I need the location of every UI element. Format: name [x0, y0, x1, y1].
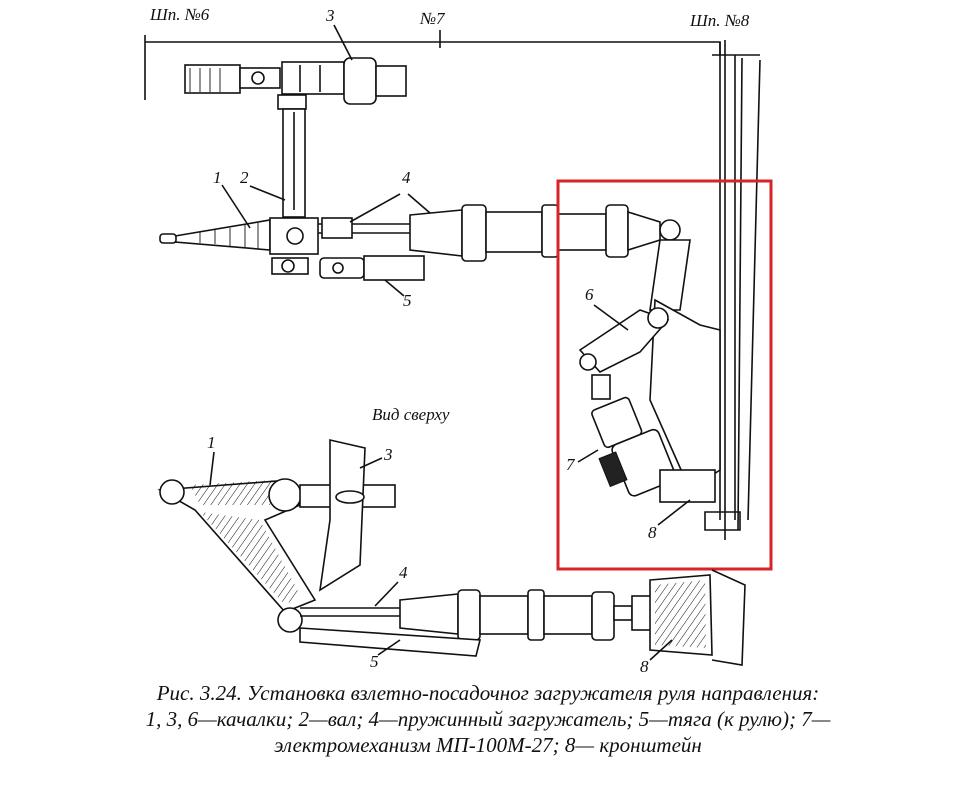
callout-2-upper: 2 [240, 168, 249, 187]
callout-3-lower: 3 [383, 445, 393, 464]
callout-8-upper: 8 [648, 523, 657, 542]
callout-3-upper: 3 [325, 6, 335, 25]
view-label: Вид сверху [372, 405, 450, 424]
technical-drawing: Шп. №6 №7 Шп. №8 Вид сверху 1 2 3 4 5 6 … [144, 5, 773, 676]
caption-line-3: электромеханизм МП-100М-27; 8— кронштейн [274, 733, 702, 757]
callout-5-upper: 5 [403, 291, 412, 310]
callout-5-lower: 5 [370, 652, 379, 671]
frame-label-7: №7 [419, 9, 446, 28]
callout-8-lower: 8 [640, 657, 649, 676]
highlight-box [556, 179, 773, 571]
upper-view [144, 30, 761, 540]
figure-caption: Рис. 3.24. Установка взлетно-посадочног … [0, 680, 976, 758]
frame-label-6: Шп. №6 [149, 5, 210, 24]
callout-4-upper: 4 [402, 168, 411, 187]
callout-1-lower: 1 [207, 433, 216, 452]
callout-4-lower: 4 [399, 563, 408, 582]
lower-view [157, 438, 746, 666]
frame-label-8: Шп. №8 [689, 11, 750, 30]
caption-line-2: 1, 3, 6—качалки; 2—вал; 4—пружинный загр… [145, 707, 831, 731]
callout-1-upper: 1 [213, 168, 222, 187]
callout-7-upper: 7 [566, 455, 576, 474]
callout-6-upper: 6 [585, 285, 594, 304]
caption-line-1: Рис. 3.24. Установка взлетно-посадочног … [156, 681, 820, 705]
